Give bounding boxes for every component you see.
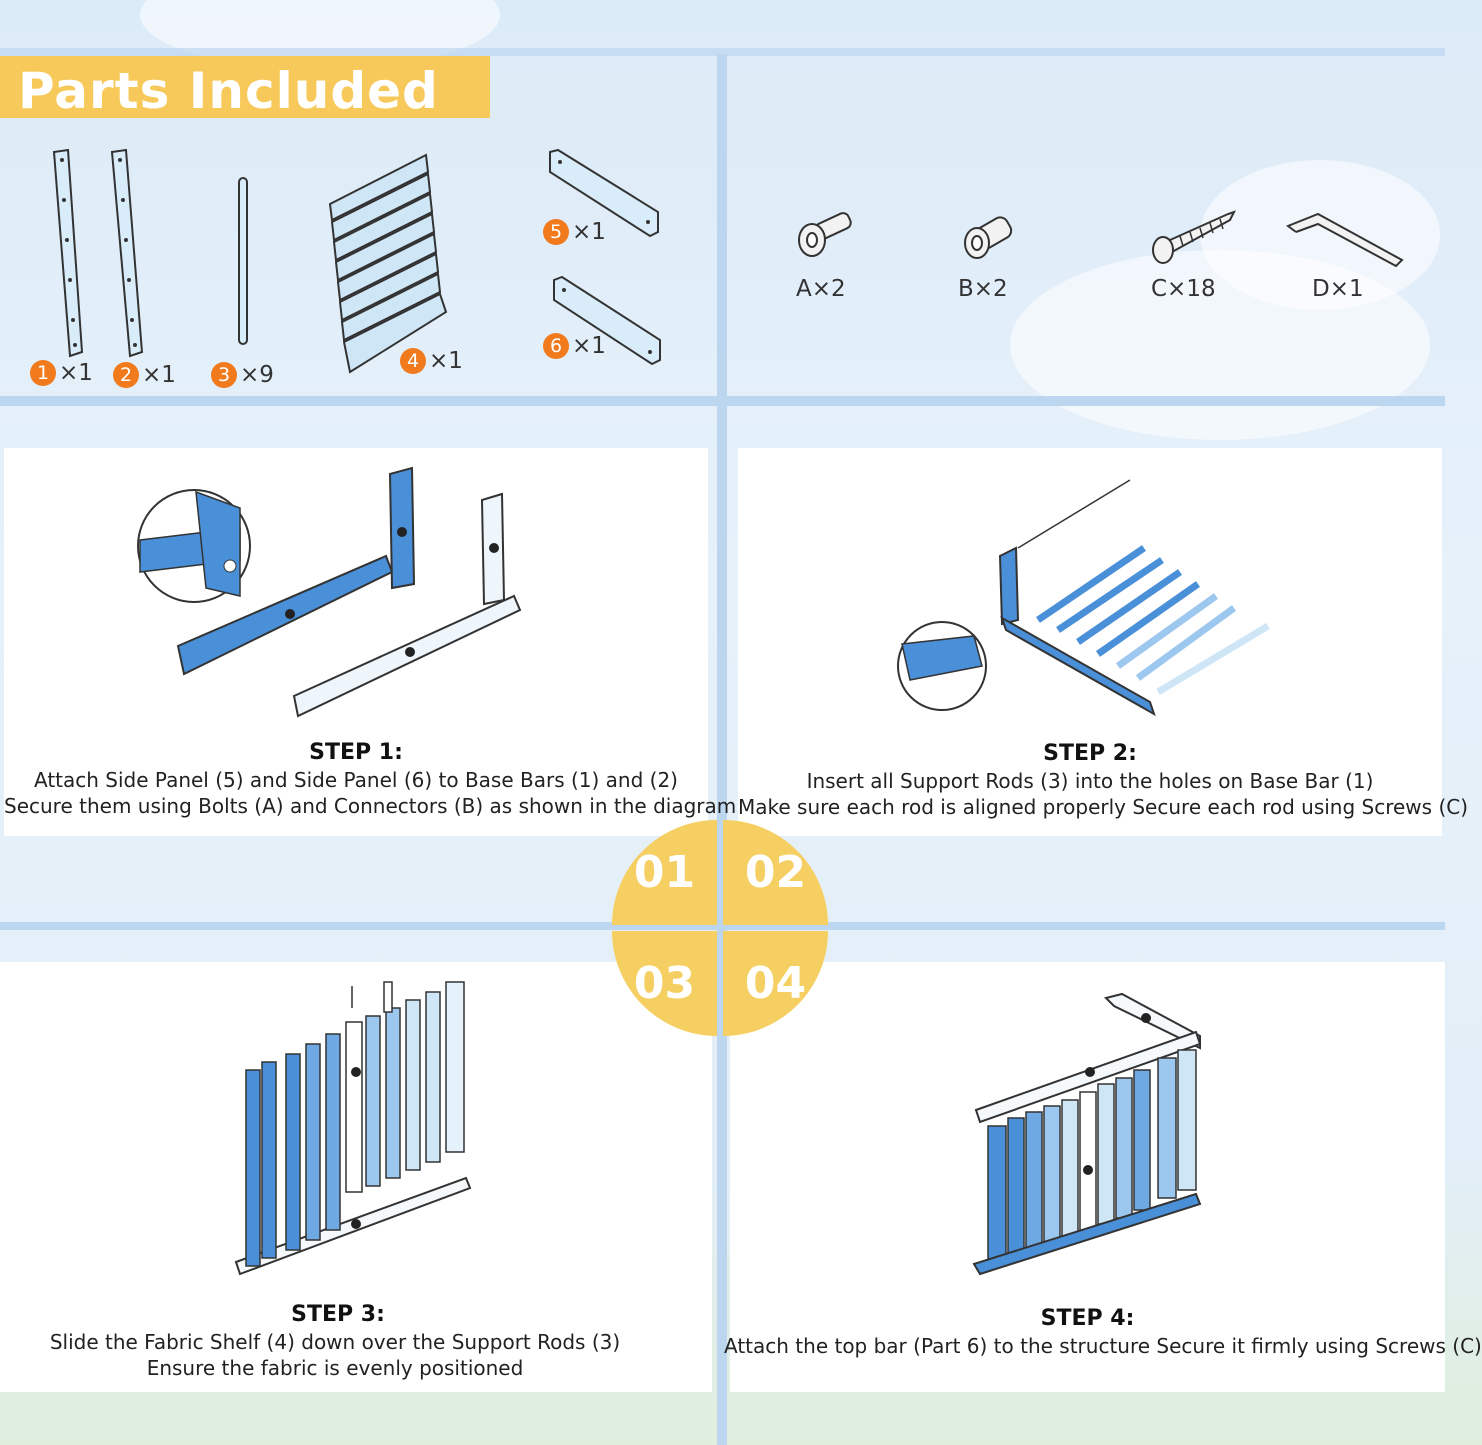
step-1-panel — [4, 448, 708, 836]
step-2-line-2: Make sure each rod is aligned properly S… — [738, 795, 1469, 819]
step-1-line-1: Attach Side Panel (5) and Side Panel (6)… — [34, 768, 678, 792]
part-label-2: 2×1 — [113, 362, 176, 388]
divider — [717, 54, 727, 1445]
divider — [0, 922, 1445, 930]
step-4-diagram — [972, 992, 1202, 1276]
background-cloud — [1200, 160, 1440, 310]
part-6-icon — [553, 275, 661, 366]
parts-illustrations — [52, 148, 661, 374]
page-title: Parts Included — [18, 62, 439, 120]
step-3-diagram — [234, 981, 472, 1276]
part-label-3: 3×9 — [211, 362, 274, 388]
part-5-icon — [549, 148, 659, 238]
divider — [0, 396, 1445, 406]
step-2-panel — [738, 448, 1442, 836]
step-number-04: 04 — [723, 931, 828, 1036]
part-4-icon — [328, 153, 448, 374]
part-label-5: 5×1 — [543, 219, 606, 245]
hardware-label-b: B×2 — [958, 276, 1008, 302]
step-3-line-1: Slide the Fabric Shelf (4) down over the… — [49, 1330, 621, 1354]
hardware-label-a: A×2 — [796, 276, 846, 302]
step-2-diagram — [897, 479, 1270, 717]
hardware-label-d: D×1 — [1312, 276, 1364, 302]
divider — [0, 48, 1445, 56]
bolt-icon — [798, 212, 852, 257]
step-1-title: STEP 1: — [309, 740, 403, 765]
step-number-02: 02 — [723, 820, 828, 925]
step-1-line-2: Secure them using Bolts (A) and Connecto… — [4, 794, 737, 818]
part-3-icon — [238, 177, 248, 345]
part-label-6: 6×1 — [543, 333, 606, 359]
hardware-illustrations — [798, 210, 1404, 268]
part-label-1: 1×1 — [30, 360, 93, 386]
step-number-03: 03 — [612, 931, 717, 1036]
connector-icon — [964, 216, 1013, 259]
title-banner — [0, 56, 490, 118]
step-4-title: STEP 4: — [1040, 1306, 1135, 1331]
part-2-icon — [110, 148, 144, 358]
part-label-4: 4×1 — [400, 348, 463, 374]
step-1-diagram — [137, 466, 522, 718]
hardware-label-c: C×18 — [1151, 276, 1216, 302]
step-number-01: 01 — [612, 820, 717, 925]
part-1-icon — [52, 148, 84, 358]
step-3-line-2: Ensure the fabric is evenly positioned — [146, 1356, 524, 1380]
step-2-title: STEP 2: — [1043, 741, 1137, 766]
step-2-line-1: Insert all Support Rods (3) into the hol… — [806, 769, 1374, 793]
step-3-title: STEP 3: — [291, 1302, 385, 1327]
screw-icon — [1152, 210, 1236, 264]
step-4-line-1: Attach the top bar (Part 6) to the struc… — [724, 1334, 1482, 1358]
step-number-circle: 01 02 03 04 — [612, 820, 828, 1036]
hex-key-icon — [1285, 212, 1404, 268]
